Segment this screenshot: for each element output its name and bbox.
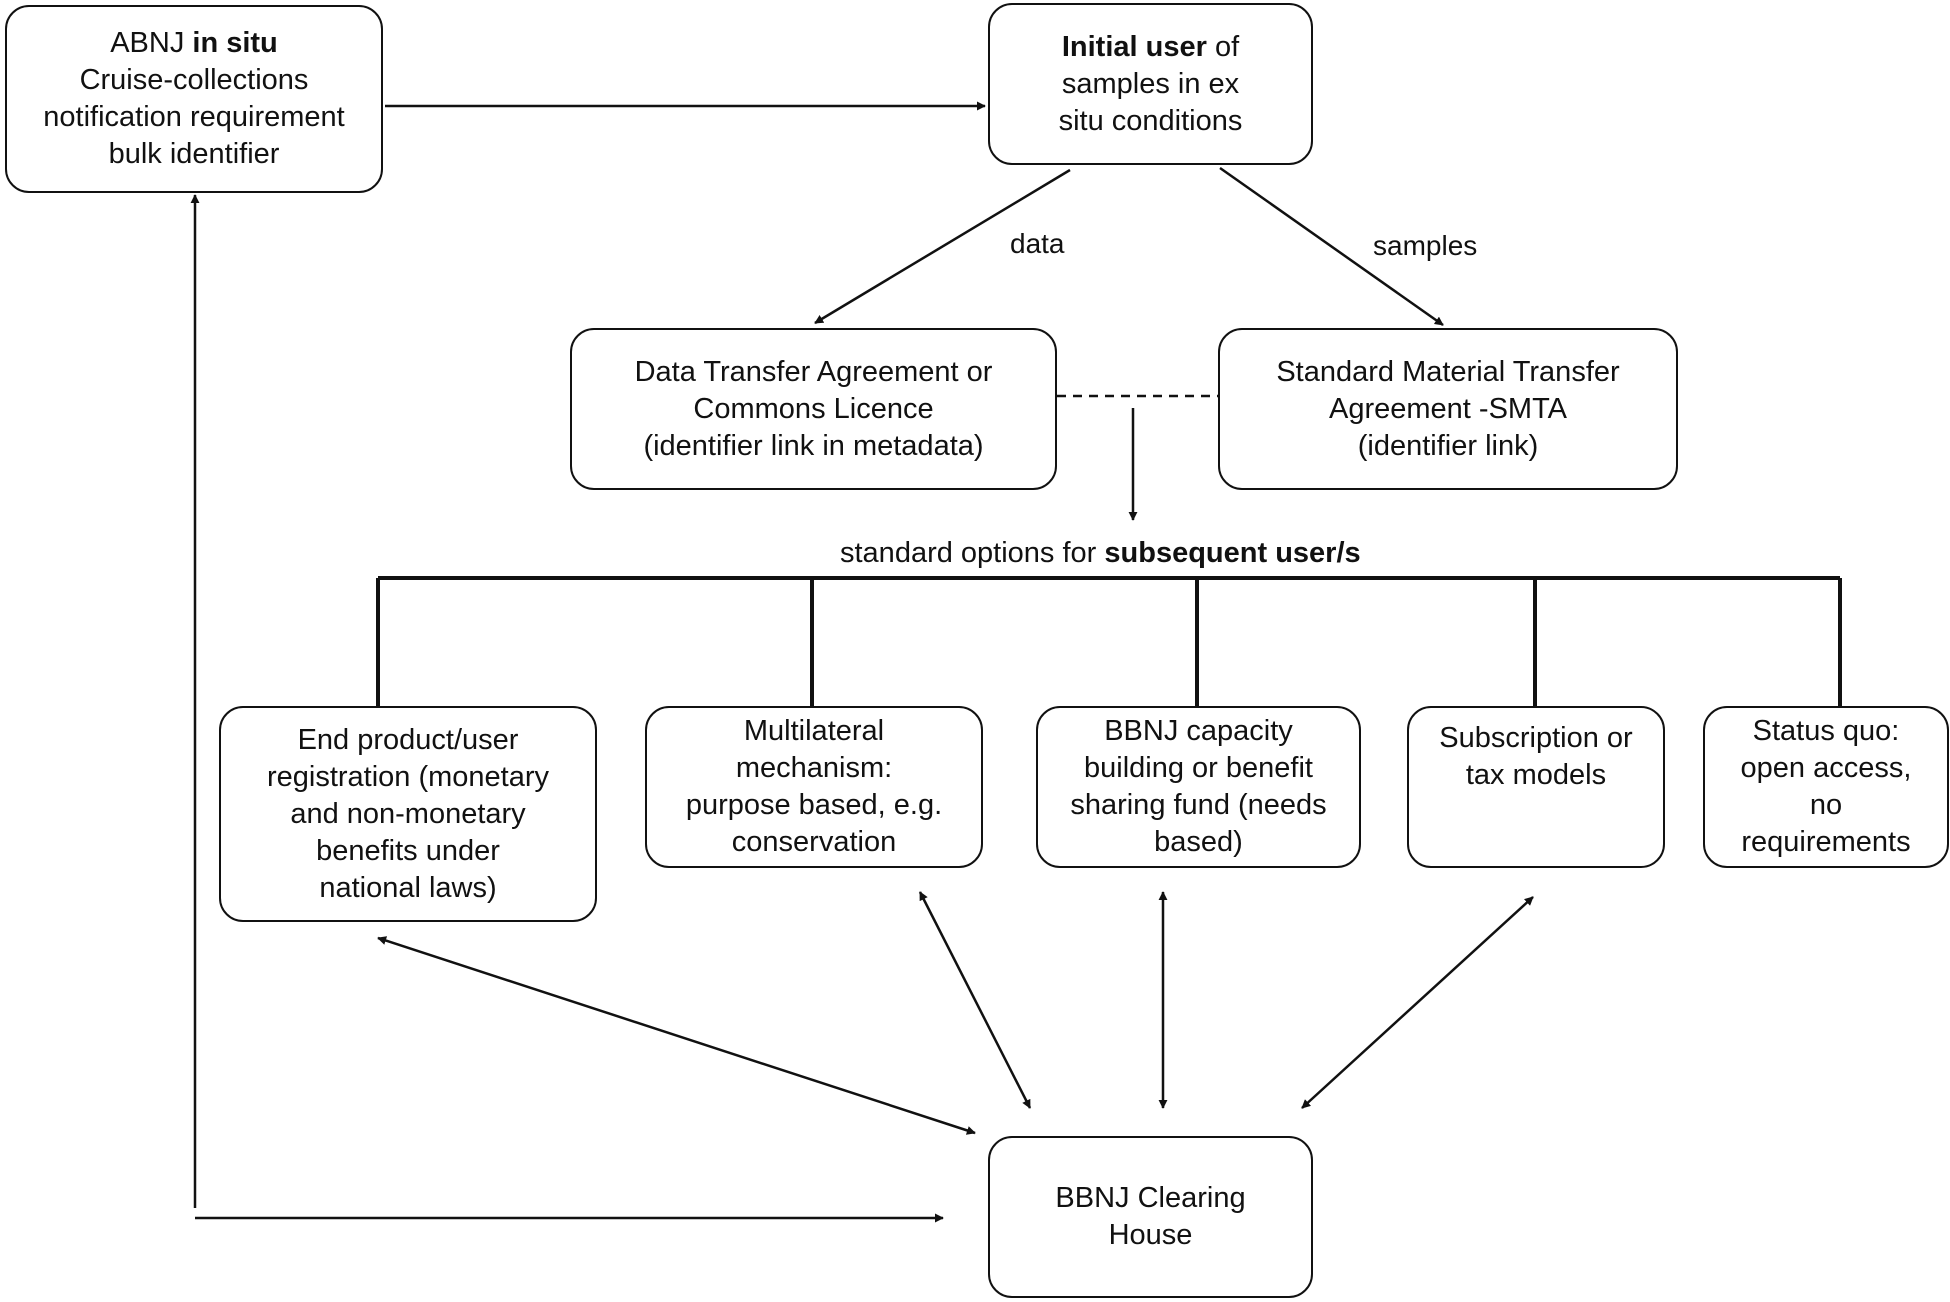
bbnj-fund-line-2: building or benefit [1084, 752, 1313, 784]
abnj-title-bold: in situ [192, 27, 278, 59]
status-quo-box: Status quo: open access, no requirements [1703, 706, 1949, 868]
abnj-line-3: notification requirement [43, 101, 345, 133]
abnj-title: ABNJ in situ [110, 25, 278, 62]
smta-box: Standard Material Transfer Agreement -SM… [1218, 328, 1678, 490]
subscription-line-1: Subscription or [1439, 722, 1633, 754]
options-header-bold: subsequent user/s [1104, 537, 1361, 569]
dta-line-1: Data Transfer Agreement or [634, 355, 993, 388]
status-quo-line-2: open access, [1740, 752, 1912, 784]
multilateral-line-2: mechanism: [735, 752, 893, 784]
arrow-initial-user-to-smta [1219, 166, 1444, 327]
end-product-registration-box: End product/user registration (monetary … [219, 706, 597, 922]
end-product-line-1: End product/user [297, 723, 519, 756]
end-product-line-2: registration (monetary [266, 760, 550, 793]
end-product-line-3: and non-monetary [290, 797, 526, 830]
arrow-initial-user-to-dta [814, 168, 1071, 325]
initial-user-line-3: situ conditions [1058, 104, 1243, 137]
abnj-line-4: bulk identifier [108, 138, 280, 170]
subscription-box: Subscription or tax models [1407, 706, 1665, 868]
bbnj-fund-line-3: sharing fund (needs [1070, 789, 1327, 821]
options-header-prefix: standard options for [840, 537, 1105, 569]
arrow-end-product-clearing-house [377, 936, 976, 1135]
bbnj-fund-line-4: based) [1154, 826, 1243, 858]
dta-line-2: Commons Licence [693, 392, 934, 425]
abnj-title-prefix: ABNJ [110, 27, 193, 59]
bbnj-fund-box: BBNJ capacity building or benefit sharin… [1036, 706, 1361, 868]
status-quo-line-3: no [1809, 789, 1843, 821]
abnj-in-situ-box: ABNJ in situ Cruise-collections notifica… [5, 5, 383, 193]
initial-user-title: Initial user of [1062, 29, 1239, 66]
initial-user-title-bold: Initial user [1061, 30, 1207, 63]
multilateral-line-3: purpose based, e.g. [685, 789, 943, 821]
smta-line-3: (identifier link) [1357, 429, 1539, 462]
end-product-line-5: national laws) [319, 871, 497, 904]
clearing-house-line-2: House [1108, 1219, 1193, 1251]
abnj-line-2: Cruise-collections [79, 64, 309, 96]
clearing-house-box: BBNJ Clearing House [988, 1136, 1313, 1298]
data-transfer-agreement-box: Data Transfer Agreement or Commons Licen… [570, 328, 1057, 490]
multilateral-mechanism-box: Multilateral mechanism: purpose based, e… [645, 706, 983, 868]
edge-label-data: data [1010, 228, 1065, 259]
multilateral-line-1: Multilateral [743, 715, 885, 747]
edge-label-samples: samples [1373, 230, 1478, 261]
smta-line-1: Standard Material Transfer [1276, 355, 1620, 388]
options-header: standard options for subsequent user/s [840, 537, 1361, 570]
initial-user-line-2: samples in ex [1061, 67, 1240, 100]
arrow-subscription-clearing-house [1301, 896, 1534, 1109]
arrow-multilateral-clearing-house [918, 891, 1032, 1109]
multilateral-line-4: conservation [731, 826, 897, 858]
status-quo-line-1: Status quo: [1752, 715, 1900, 747]
smta-line-2: Agreement -SMTA [1329, 392, 1567, 425]
end-product-line-4: benefits under [316, 834, 500, 867]
clearing-house-line-1: BBNJ Clearing [1055, 1182, 1246, 1214]
initial-user-title-suffix: of [1206, 30, 1240, 63]
status-quo-line-4: requirements [1741, 826, 1911, 858]
initial-user-box: Initial user of samples in ex situ condi… [988, 3, 1313, 165]
dta-line-3: (identifier link in metadata) [643, 429, 984, 462]
bbnj-fund-line-1: BBNJ capacity [1104, 715, 1293, 747]
subscription-line-2: tax models [1465, 759, 1607, 791]
